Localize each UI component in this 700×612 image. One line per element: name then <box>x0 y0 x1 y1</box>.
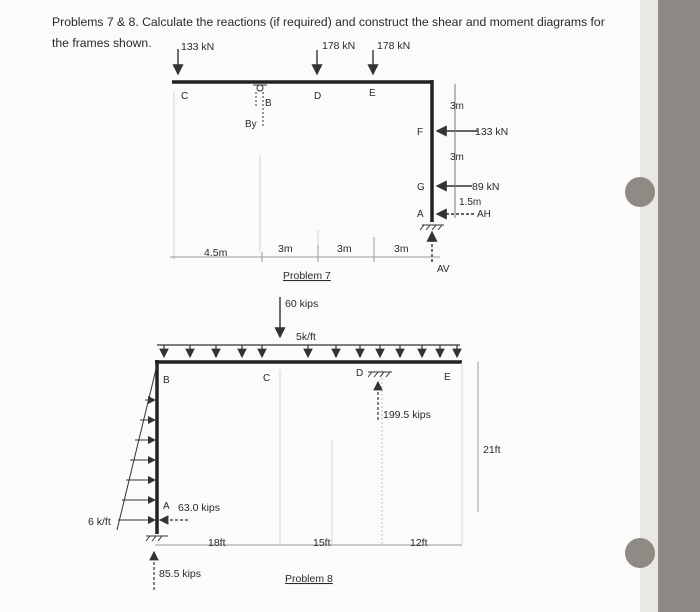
p8-label-b: B <box>163 375 170 386</box>
p8-frame <box>155 360 462 534</box>
p7-side-load-label-f: 133 kN <box>475 126 508 138</box>
p7-label-g: G <box>417 182 425 193</box>
p8-label-d: D <box>356 368 363 379</box>
p8-caption: Problem 8 <box>285 573 333 585</box>
p7-label-e: E <box>369 88 376 99</box>
p8-label-e: E <box>444 372 451 383</box>
p8-dim-label-v: 21ft <box>483 444 501 456</box>
p8-dim-label-h3: 12ft <box>410 537 428 549</box>
p7-label-d: D <box>314 91 321 102</box>
paper-shadow <box>640 0 658 612</box>
p7-support-b <box>253 84 267 128</box>
p7-load-label-mid: 178 kN <box>322 40 355 52</box>
p7-label-av: AV <box>437 264 450 275</box>
p7-label-f: F <box>417 127 423 138</box>
p7-load-label-left: 133 kN <box>181 41 214 53</box>
binder-hole-bottom <box>625 538 655 568</box>
p7-caption: Problem 7 <box>283 270 331 282</box>
p8-label-a: A <box>163 501 170 512</box>
p8-udl-load <box>157 344 462 359</box>
p7-dim-label-v1: 3m <box>450 101 464 112</box>
p7-support-a <box>419 224 444 231</box>
binder-hole-top <box>625 177 655 207</box>
p8-label-c: C <box>263 373 270 384</box>
problem-statement-line1: Problems 7 & 8. Calculate the reactions … <box>52 15 605 29</box>
p7-label-a: A <box>417 209 424 220</box>
p8-triangular-load <box>116 364 158 531</box>
p8-dim-label-h2: 15ft <box>313 537 331 549</box>
p8-reaction-dv-label: 199.5 kips <box>383 409 431 421</box>
p7-dim-label-v3: 1.5m <box>459 197 481 208</box>
p7-label-by: By <box>245 119 257 130</box>
problem7-frame <box>172 80 434 222</box>
p7-label-ah: AH <box>477 209 491 220</box>
background-right <box>655 0 700 612</box>
p7-dim-label-v2: 3m <box>450 152 464 163</box>
p7-side-load-label-g: 89 kN <box>472 181 499 193</box>
p8-triangular-load-label: 6 k/ft <box>88 516 111 528</box>
p7-label-b: B <box>265 98 272 109</box>
p7-dim-label-d2: 3m <box>278 243 293 255</box>
p7-load-label-right: 178 kN <box>377 40 410 52</box>
p8-udl-label: 5k/ft <box>296 331 316 343</box>
p7-dim-label-d1: 4.5m <box>204 247 228 259</box>
p7-dim-label-d3: 3m <box>337 243 352 255</box>
p8-support-a <box>145 535 168 542</box>
p8-point-load-label: 60 kips <box>285 298 318 310</box>
problem-statement-line2: the frames shown. <box>52 36 152 50</box>
p7-label-c: C <box>181 91 188 102</box>
p8-support-d <box>367 371 392 378</box>
p8-reaction-ah-label: 63.0 kips <box>178 502 220 514</box>
p8-dim-label-h1: 18ft <box>208 537 226 549</box>
paper-sheet <box>0 0 655 612</box>
p8-reaction-av-label: 85.5 kips <box>159 568 201 580</box>
p7-dim-label-d4: 3m <box>394 243 409 255</box>
